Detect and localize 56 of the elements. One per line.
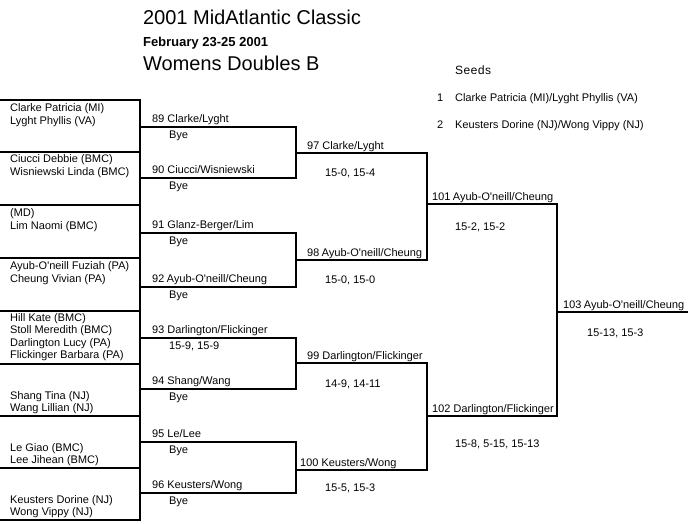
bye-label: Bye	[169, 235, 188, 247]
match-winner: 92 Ayub-O'neill/Cheung	[152, 273, 268, 285]
bye-label: Bye	[169, 180, 188, 192]
match-score: 15-2, 15-2	[455, 221, 506, 233]
seed-team: Clarke Patricia (MI)/Lyght Phyllis (VA)	[455, 92, 638, 104]
match-score: 15-0, 15-0	[325, 274, 376, 286]
match-winner: 101 Ayub-O'neill/Cheung	[432, 191, 554, 203]
match-winner: 98 Ayub-O'neill/Cheung	[307, 247, 422, 259]
bye-label: Bye	[169, 444, 188, 456]
match-winner: 89 Clarke/Lyght	[152, 113, 229, 125]
bye-label: Bye	[169, 495, 188, 507]
match-winner: 94 Shang/Wang	[152, 375, 230, 387]
match-winner: 97 Clarke/Lyght	[307, 140, 384, 152]
player-name: Wong Vippy (NJ)	[10, 506, 93, 518]
seeds-heading: Seeds	[455, 63, 492, 77]
player-name: Flickinger Barbara (PA)	[10, 349, 124, 361]
bye-label: Bye	[169, 391, 188, 403]
player-name: Clarke Patricia (MI)	[10, 102, 104, 114]
match-score: 15-13, 15-3	[587, 327, 644, 339]
event-date: February 23-25 2001	[143, 34, 268, 50]
player-name: Lyght Phyllis (VA)	[10, 115, 96, 127]
match-winner: 95 Le/Lee	[152, 428, 201, 440]
player-name: Keusters Dorine (NJ)	[10, 494, 113, 506]
player-name: Shang Tina (NJ)	[10, 390, 90, 402]
match-winner: 100 Keusters/Wong	[300, 457, 396, 469]
match-winner: 91 Glanz-Berger/Lim	[152, 219, 254, 231]
player-name: Hill Kate (BMC)	[10, 312, 86, 324]
player-name: Stoll Meredith (BMC)	[10, 324, 112, 336]
event-name: Womens Doubles B	[143, 52, 320, 76]
match-score: 15-5, 15-3	[325, 482, 376, 494]
match-winner: 96 Keusters/Wong	[152, 479, 242, 491]
match-score: 14-9, 14-11	[325, 378, 380, 390]
match-score: 15-9, 15-9	[169, 340, 220, 352]
seed-number: 1	[437, 92, 444, 104]
match-winner: 102 Darlington/Flickinger	[432, 403, 554, 415]
seed-team: Keusters Dorine (NJ)/Wong Vippy (NJ)	[455, 119, 644, 131]
player-name: Darlington Lucy (PA)	[10, 337, 111, 349]
player-name: Ciucci Debbie (BMC)	[10, 153, 113, 165]
match-score: 15-0, 15-4	[325, 167, 376, 179]
match-winner: 99 Darlington/Flickinger	[307, 350, 423, 362]
match-winner: 103 Ayub-O'neill/Cheung	[563, 299, 684, 311]
seed-number: 2	[437, 119, 444, 131]
player-name: Cheung Vivian (PA)	[10, 273, 106, 285]
player-name: (MD)	[10, 207, 34, 219]
bye-label: Bye	[169, 129, 188, 141]
player-name: Lee Jihean (BMC)	[10, 454, 99, 466]
player-name: Lim Naomi (BMC)	[10, 220, 98, 232]
player-name: Le Giao (BMC)	[10, 442, 84, 454]
player-name: Wang Lillian (NJ)	[10, 402, 94, 414]
title: 2001 MidAtlantic Classic	[143, 6, 361, 30]
match-winner: 90 Ciucci/Wisniewski	[152, 164, 255, 176]
match-winner: 93 Darlington/Flickinger	[152, 324, 268, 336]
player-name: Ayub-O'neill Fuziah (PA)	[10, 260, 130, 272]
player-name: Wisniewski Linda (BMC)	[10, 166, 130, 178]
bye-label: Bye	[169, 289, 188, 301]
match-score: 15-8, 5-15, 15-13	[455, 438, 540, 450]
